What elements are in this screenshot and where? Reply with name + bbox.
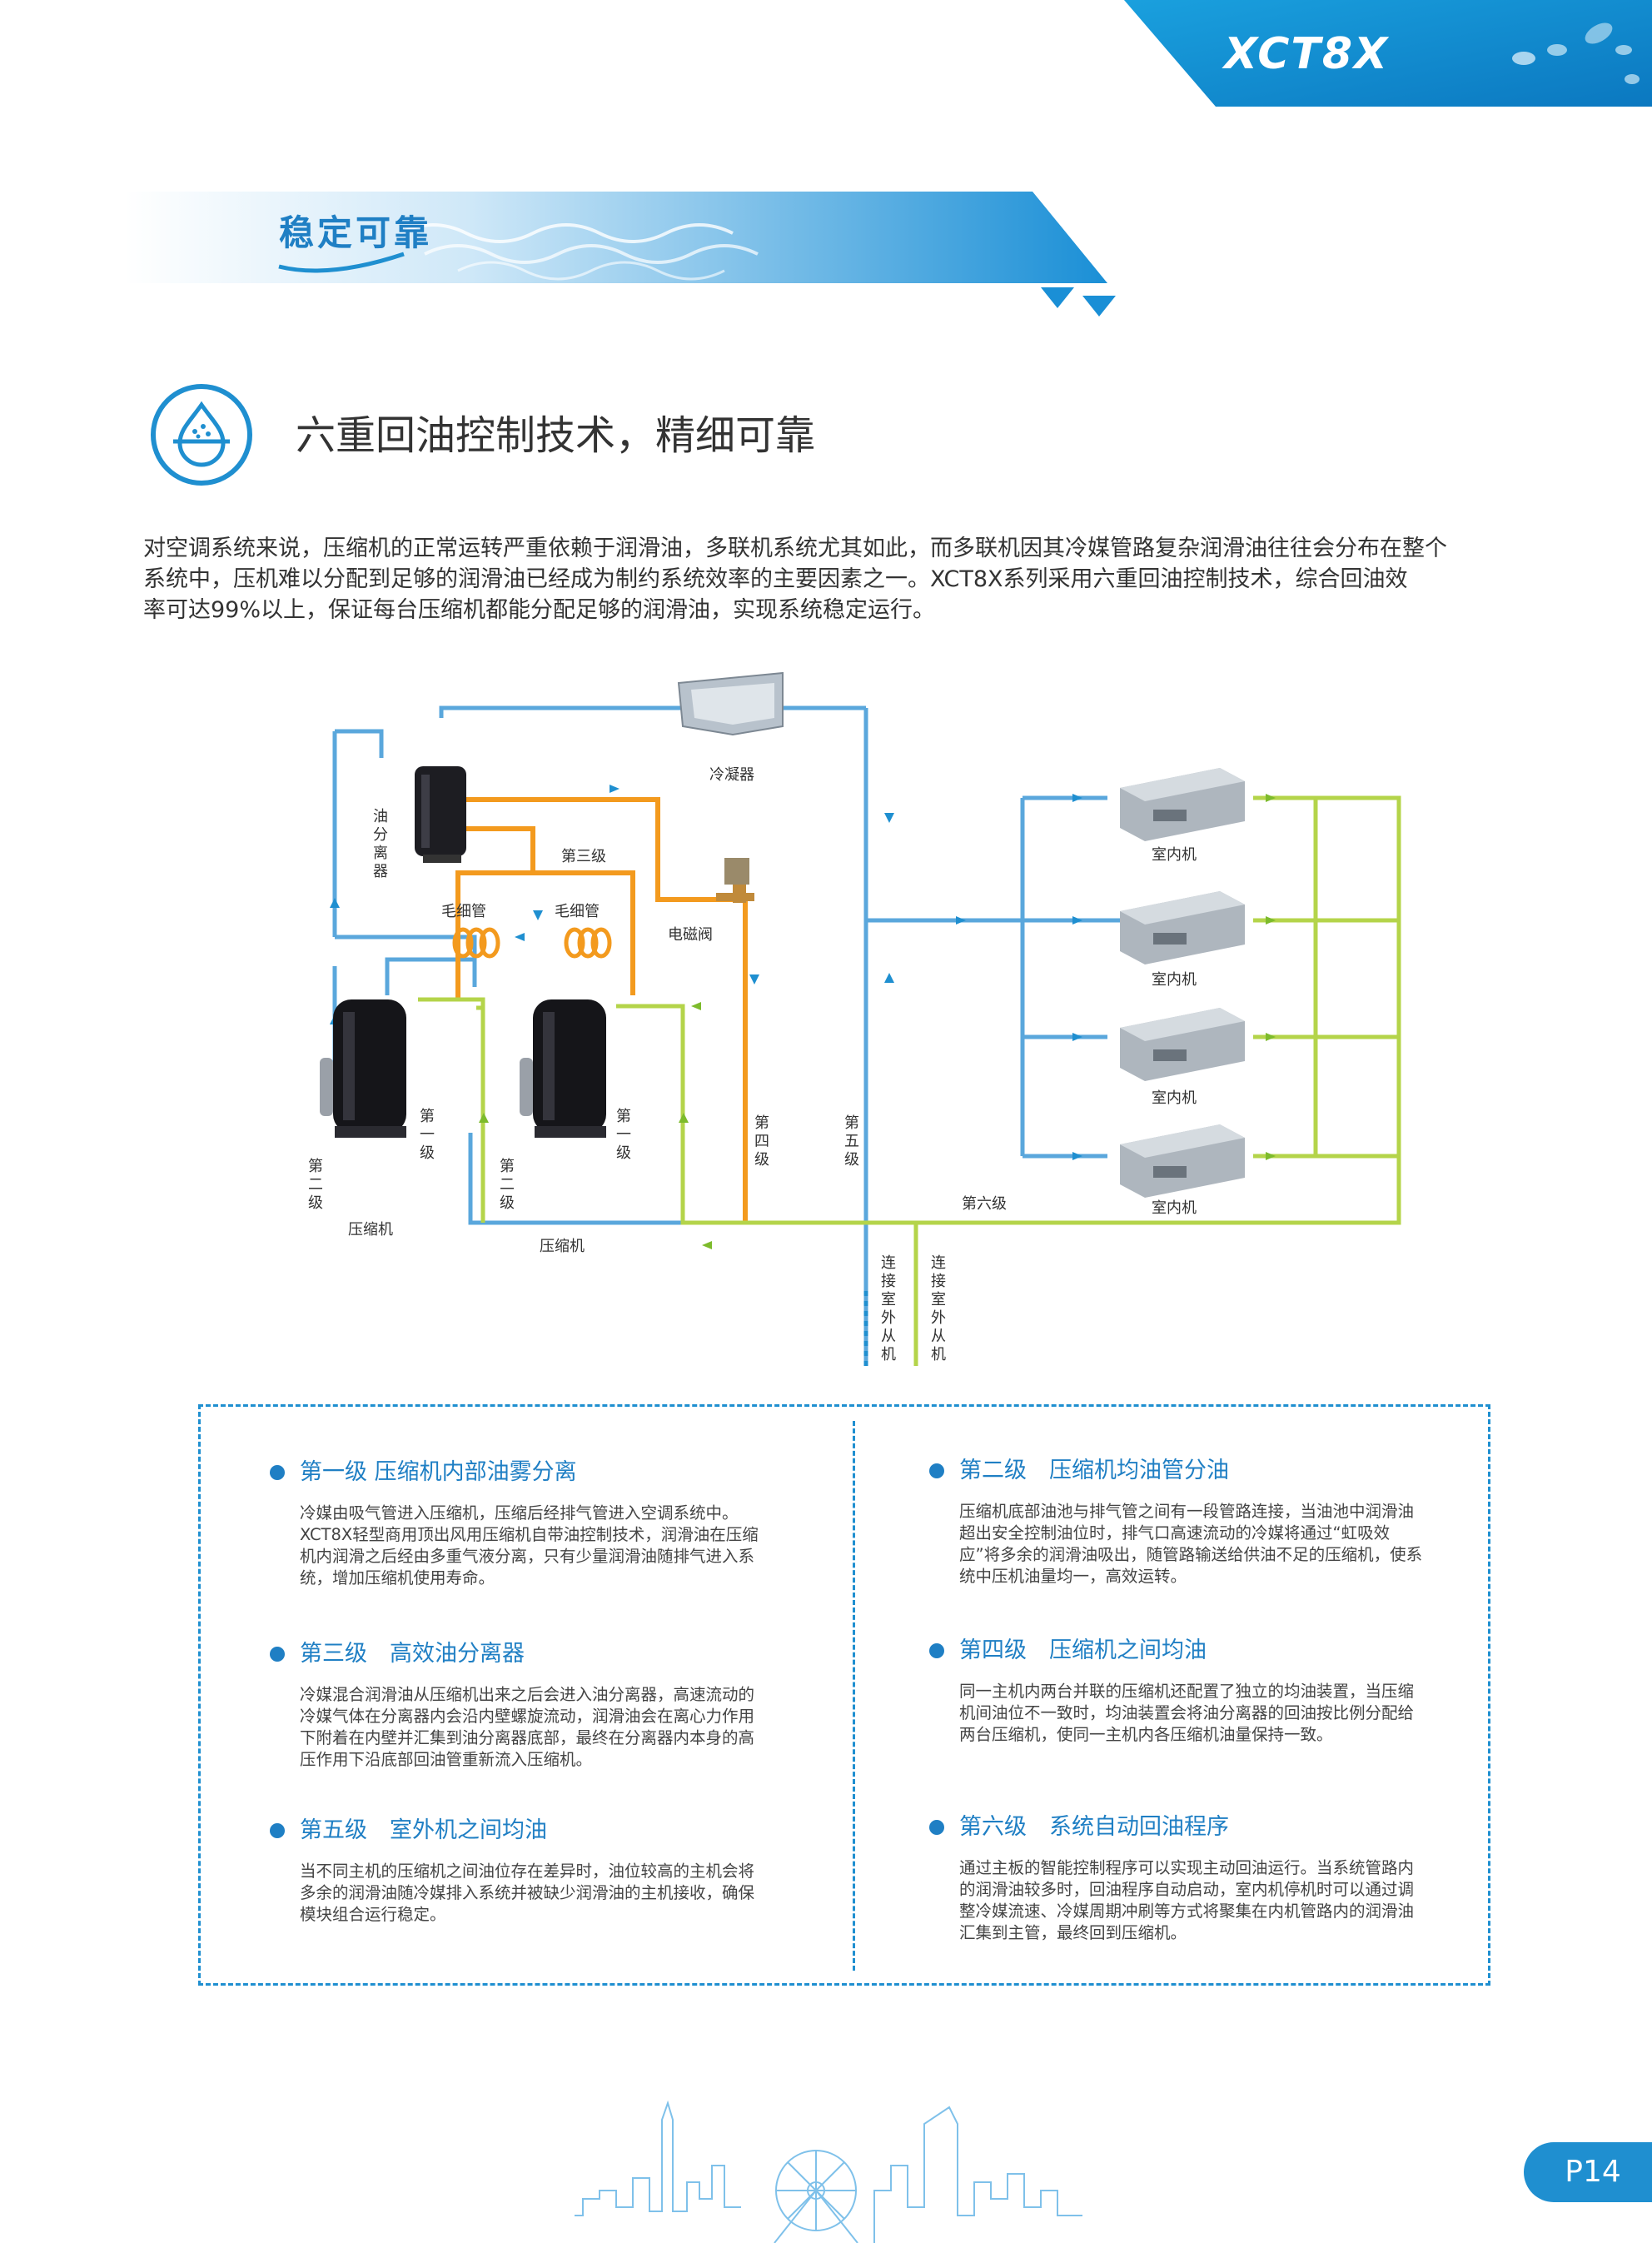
card-body: 压缩机底部油池与排气管之间有一段管路连接，当油池中润滑油超出安全控制油位时，排气… [959,1502,1423,1586]
bullet-icon [270,1465,285,1480]
compressor-image-2 [520,999,606,1138]
section-heading: 六重回油控制技术，精细可靠 [296,412,816,459]
level2-label: 第二级 [500,1158,515,1212]
intro-line: 率可达99%以上，保证每台压缩机都能分配足够的润滑油，实现系统稳定运行。 [143,597,936,623]
oil-separator-image [415,766,466,863]
indoor-unit-label: 室内机 [1152,1199,1197,1217]
level-card: 第五级 室外机之间均油 当不同主机的压缩机之间油位存在差异时，油位较高的主机会将… [268,1816,851,1926]
compressor-image-1 [320,999,406,1138]
capillary-label: 毛细管 [441,903,486,920]
indoor-unit-images [1120,768,1245,1198]
level-card: 第六级 系统自动回油程序 通过主板的智能控制程序可以实现主动回油运行。当系统管路… [928,1812,1510,1944]
oil-return-levels-box [198,1404,1490,1986]
bullet-icon [929,1463,944,1478]
level-card: 第二级 压缩机均油管分油 压缩机底部油池与排气管之间有一段管路连接，当油池中润滑… [928,1456,1510,1588]
oil-return-diagram: 冷凝器 油分离器 第三级 毛细管 毛细管 电磁阀 第一级 第二级 第一级 第二级… [283,666,1416,1366]
condenser-label: 冷凝器 [709,766,754,784]
intro-paragraph: 对空调系统来说，压缩机的正常运转严重依赖于润滑油，多联机系统尤其如此，而多联机因… [143,533,1559,633]
card-title-text: 第三级 高效油分离器 [300,1641,525,1667]
city-skyline-icon [575,2100,1082,2243]
card-title-text: 第六级 系统自动回油程序 [959,1814,1229,1840]
indoor-unit-label: 室内机 [1152,971,1197,989]
card-body: 冷媒混合润滑油从压缩机出来之后会进入油分离器，高速流动的冷媒气体在分离器内会沿内… [300,1685,755,1769]
level1-label: 第一级 [616,1108,631,1162]
connect-outdoor-label: 连接室外从机 [881,1254,896,1363]
level5-label: 第五级 [844,1114,859,1169]
level2-label: 第二级 [308,1158,323,1212]
card-title-text: 第二级 压缩机均油管分油 [959,1458,1229,1483]
card-title: 第四级 压缩机之间均油 [928,1636,1510,1666]
card-body: 当不同主机的压缩机之间油位存在差异时，油位较高的主机会将多余的润滑油随冷媒排入系… [300,1862,755,1924]
card-title: 第六级 系统自动回油程序 [928,1812,1510,1842]
bullet-icon [929,1820,944,1835]
page-badge [1524,2142,1652,2202]
section-banner [125,192,1116,317]
bullet-icon [929,1643,944,1658]
level-card: 第三级 高效油分离器 冷媒混合润滑油从压缩机出来之后会进入油分离器，高速流动的冷… [268,1639,851,1771]
card-title: 第三级 高效油分离器 [268,1639,851,1669]
level4-label: 第四级 [754,1114,769,1169]
capillary-label: 毛细管 [555,903,600,920]
card-title-text: 第四级 压缩机之间均油 [959,1637,1207,1663]
box-divider [853,1421,855,1971]
oil-drop-icon [151,384,252,486]
oil-separator-label: 油分离器 [373,808,388,880]
page-number: P14 [1565,2155,1621,2189]
card-title: 第二级 压缩机均油管分油 [928,1456,1510,1486]
compressor-label: 压缩机 [540,1238,585,1255]
card-body: 同一主机内两台并联的压缩机还配置了独立的均油装置，当压缩机间油位不一致时，均油装… [959,1682,1415,1744]
brand-tab [1124,0,1652,107]
condenser-image [677,671,784,736]
brand-logo-text: XCT8X [1224,29,1390,79]
card-title: 第五级 室外机之间均油 [268,1816,851,1846]
indoor-unit-label: 室内机 [1152,846,1197,864]
level1-label: 第一级 [420,1108,435,1162]
intro-line: 对空调系统来说，压缩机的正常运转严重依赖于润滑油，多联机系统尤其如此，而多联机因… [143,536,1447,561]
compressor-label: 压缩机 [348,1221,393,1239]
intro-line: 系统中，压机难以分配到足够的润滑油已经成为制约系统效率的主要因素之一。XCT8X… [143,566,1408,592]
card-title-text: 第一级 压缩机内部油雾分离 [300,1459,577,1485]
banner-title: 稳定可靠 [279,212,433,253]
level-card: 第一级 压缩机内部油雾分离 冷媒由吸气管进入压缩机，压缩后经排气管进入空调系统中… [268,1458,851,1589]
piping-diagram-main [283,666,1416,1366]
card-body: 冷媒由吸气管进入压缩机，压缩后经排气管进入空调系统中。XCT8X轻型商用顶出风用… [300,1503,759,1588]
solenoid-valve-image [716,858,754,903]
level-card: 第四级 压缩机之间均油 同一主机内两台并联的压缩机还配置了独立的均油装置，当压缩… [928,1636,1510,1746]
solenoid-valve-label: 电磁阀 [668,926,713,944]
card-body: 通过主板的智能控制程序可以实现主动回油运行。当系统管路内的润滑油较多时，回油程序… [959,1858,1415,1942]
level6-label: 第六级 [962,1195,1007,1213]
bullet-icon [270,1647,285,1662]
bullet-icon [270,1823,285,1838]
connect-outdoor-label: 连接室外从机 [931,1254,946,1363]
indoor-unit-label: 室内机 [1152,1089,1197,1107]
card-title: 第一级 压缩机内部油雾分离 [268,1458,851,1488]
card-title-text: 第五级 室外机之间均油 [300,1817,547,1843]
level3-label: 第三级 [561,848,606,865]
